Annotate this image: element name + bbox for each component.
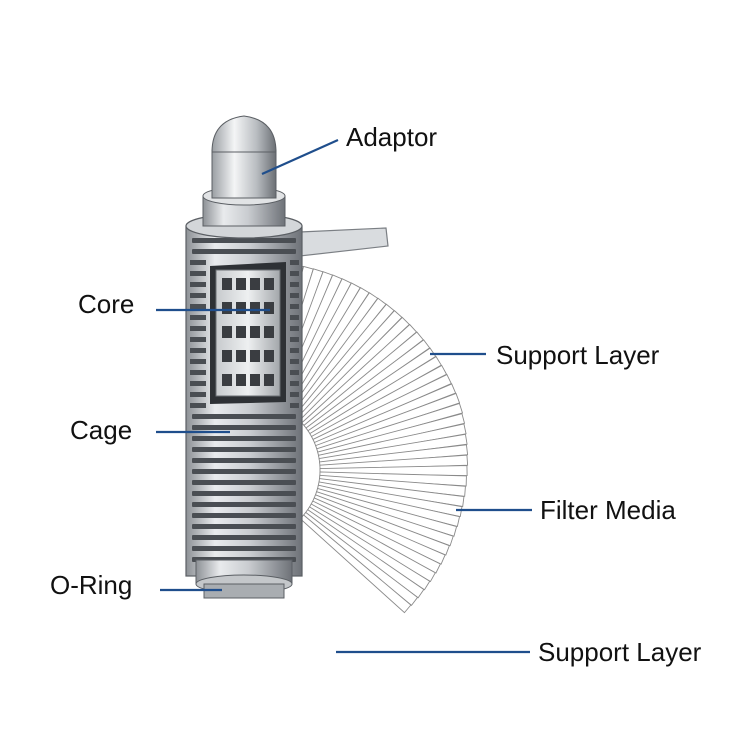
label-support-layer-top: Support Layer (496, 340, 660, 370)
cage-slot (190, 293, 206, 298)
leader-lines (156, 138, 532, 654)
label-o-ring: O-Ring (50, 570, 133, 600)
cage-slot (192, 469, 296, 474)
cage-slot (190, 315, 206, 320)
cage-slot (192, 249, 296, 254)
core-hole (250, 326, 260, 338)
cage-slot (190, 304, 206, 309)
core-hole (236, 302, 246, 314)
label-support-layer-bottom: Support Layer (538, 637, 702, 667)
core-hole (222, 350, 232, 362)
cage-slot (192, 535, 296, 540)
cage-slot (192, 447, 296, 452)
cage-slot (192, 502, 296, 507)
label-core: Core (78, 289, 135, 319)
cage-slot (190, 326, 206, 331)
leader-adaptor (261, 138, 339, 176)
cage-slot (290, 304, 299, 309)
pleated-media (264, 264, 469, 614)
cage-slot (290, 337, 299, 342)
cartridge-body (185, 186, 303, 599)
cage-slot (290, 403, 299, 408)
cage-slot (290, 392, 299, 397)
core-hole (236, 278, 246, 290)
cage-slot (192, 491, 296, 496)
core-hole (264, 302, 274, 314)
core-hole (222, 302, 232, 314)
cage-slot (290, 359, 299, 364)
cage-slot (192, 414, 296, 419)
cage-slot (192, 480, 296, 485)
cage-slot (190, 260, 206, 265)
core-hole (250, 350, 260, 362)
cage-slot (290, 293, 299, 298)
cage-slot (290, 260, 299, 265)
cage-slot (192, 513, 296, 518)
cage-slot (192, 436, 296, 441)
core-hole (236, 374, 246, 386)
core-hole (236, 350, 246, 362)
core-hole (236, 326, 246, 338)
cage-slot (190, 392, 206, 397)
cage-slot (192, 458, 296, 463)
cage-slot (190, 337, 206, 342)
core-hole (250, 278, 260, 290)
cage-slot (290, 348, 299, 353)
cage-slot (192, 546, 296, 551)
cage-slot (192, 524, 296, 529)
core-hole (264, 374, 274, 386)
cage-slot (290, 282, 299, 287)
cage-slot (192, 238, 296, 243)
cage-slot (190, 370, 206, 375)
core-hole (264, 350, 274, 362)
core-hole (264, 278, 274, 290)
cage-slot (190, 403, 206, 408)
cage-slot (290, 370, 299, 375)
cage-slot (290, 381, 299, 386)
label-filter-media: Filter Media (540, 495, 676, 525)
cage-slot (192, 425, 296, 430)
core-hole (264, 326, 274, 338)
cage-slot (190, 271, 206, 276)
cage-slot (190, 381, 206, 386)
core-hole (222, 326, 232, 338)
end-cap-strip (299, 227, 389, 257)
cage-slot (290, 326, 299, 331)
label-cage: Cage (70, 415, 133, 445)
core-perforations (222, 278, 274, 386)
cage-slot (190, 359, 206, 364)
label-adaptor: Adaptor (346, 122, 438, 152)
core-hole (250, 302, 260, 314)
core-hole (250, 374, 260, 386)
cage-slot (190, 348, 206, 353)
cage-slot (190, 282, 206, 287)
core-hole (222, 278, 232, 290)
cage-slot (290, 271, 299, 276)
cage-slot (290, 315, 299, 320)
adaptor-part (211, 115, 277, 199)
core-hole (222, 374, 232, 386)
